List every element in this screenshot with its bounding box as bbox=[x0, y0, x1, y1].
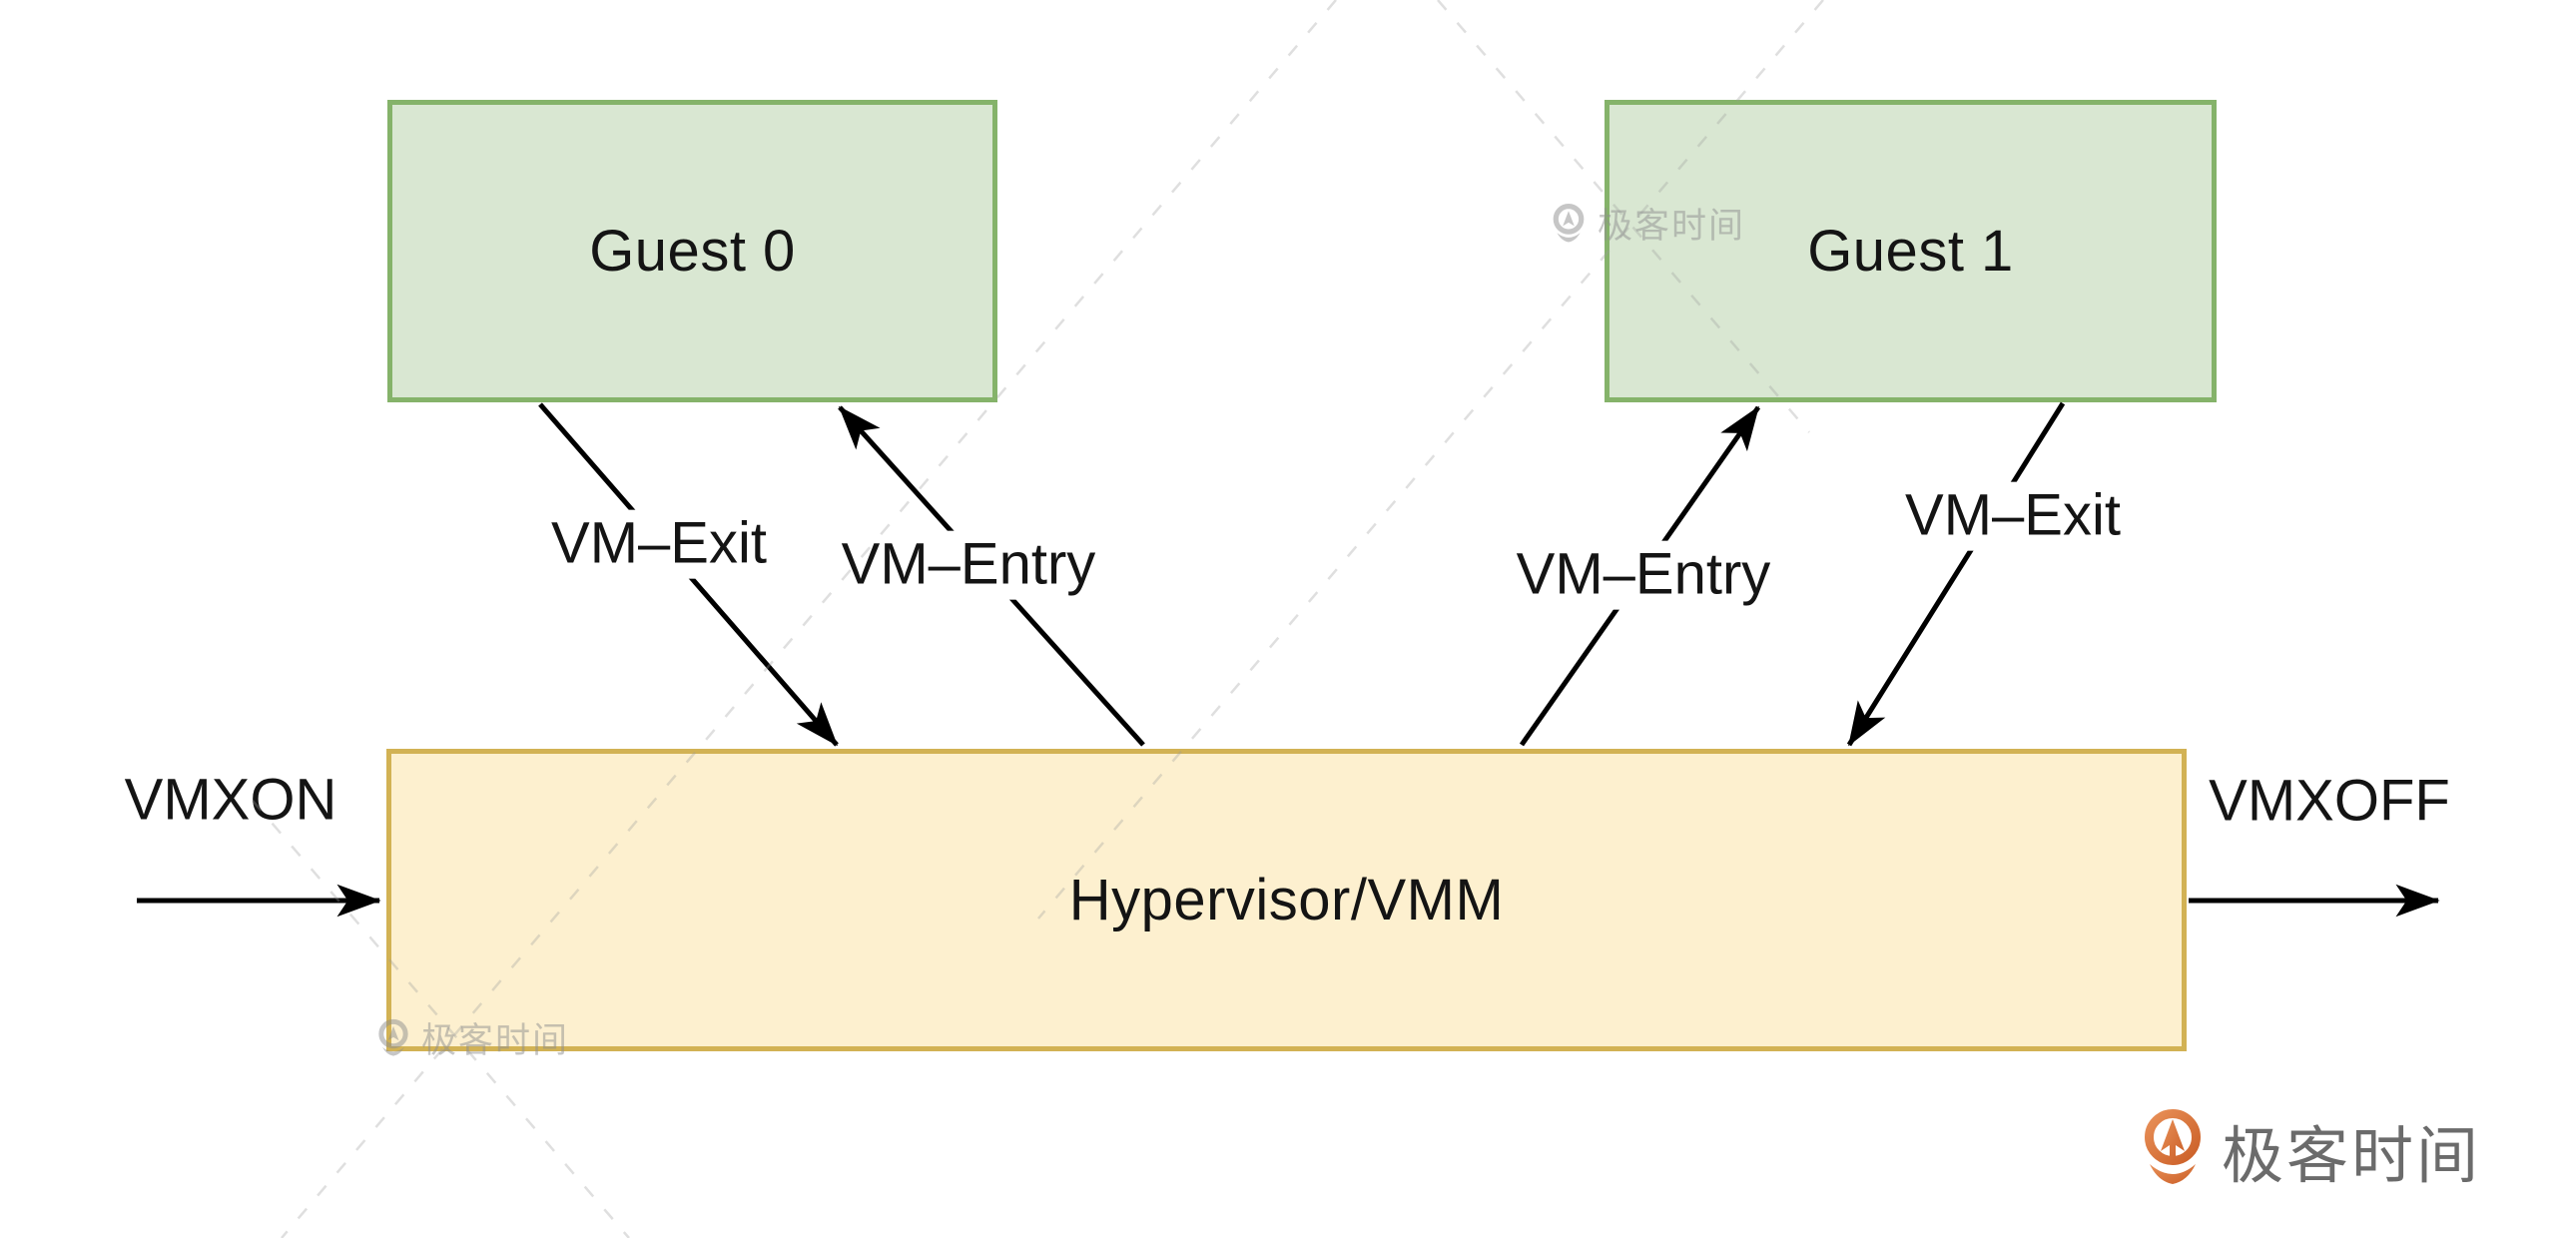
hypervisor-box: Hypervisor/VMM bbox=[386, 749, 2187, 1051]
guest1-box: Guest 1 bbox=[1605, 100, 2217, 402]
vmxon-label: VMXON bbox=[124, 767, 337, 833]
hypervisor-label: Hypervisor/VMM bbox=[1068, 868, 1505, 932]
vm-exit-right-arrow bbox=[1846, 401, 2066, 747]
watermark-text: 极客时间 bbox=[421, 1021, 570, 1060]
vm-entry-left-label: VM–Entry bbox=[831, 530, 1106, 600]
geektime-watermark-icon bbox=[378, 1018, 408, 1056]
geektime-logo: 极客时间 bbox=[2140, 1104, 2481, 1196]
watermark-bottom: 极客时间 bbox=[375, 1012, 569, 1063]
geektime-watermark-icon bbox=[1553, 203, 1585, 243]
vmxoff-label: VMXOFF bbox=[2209, 768, 2450, 834]
watermark-text: 极客时间 bbox=[1598, 207, 1746, 246]
guest0-label: Guest 0 bbox=[589, 219, 796, 284]
guest1-label: Guest 1 bbox=[1807, 219, 2014, 284]
geektime-logo-text: 极客时间 bbox=[2222, 1122, 2482, 1191]
watermark-top: 极客时间 bbox=[1550, 198, 1745, 249]
guest0-box: Guest 0 bbox=[387, 100, 997, 402]
vm-exit-left-label: VM–Exit bbox=[541, 509, 777, 579]
geektime-logo-icon bbox=[2145, 1109, 2201, 1184]
vm-entry-right-label: VM–Entry bbox=[1506, 540, 1781, 610]
vm-exit-right-label: VM–Exit bbox=[1895, 481, 2131, 551]
